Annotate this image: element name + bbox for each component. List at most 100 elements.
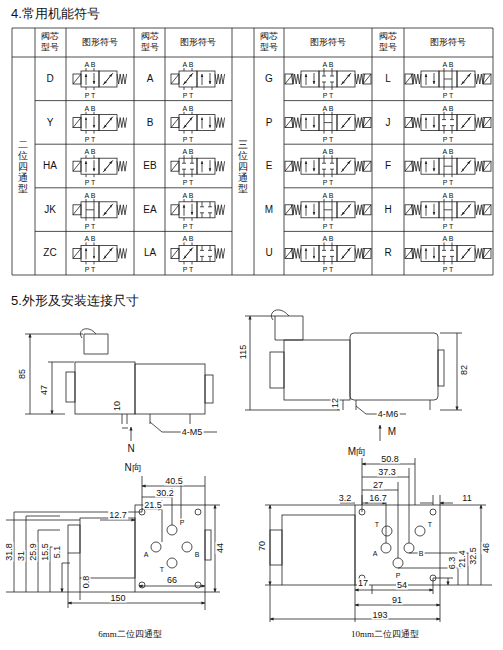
- dimension: 30.2: [155, 489, 175, 498]
- port-letters: P T: [182, 266, 195, 273]
- port-letters: A B: [84, 235, 97, 242]
- port-letters: P T: [84, 222, 97, 229]
- port-letters: A B: [442, 104, 455, 111]
- dimension: 40.5: [164, 477, 184, 486]
- port-letters: P T: [182, 179, 195, 186]
- valve-symbols: [73, 68, 491, 264]
- valve-code: Y: [46, 118, 55, 128]
- dimension: 37.3: [377, 468, 397, 477]
- port-label: B: [418, 550, 425, 557]
- dimension: 44: [216, 542, 225, 554]
- dimension: 25.9: [29, 542, 38, 562]
- view-arrow-label: M: [387, 427, 397, 437]
- port-letters: A B: [84, 104, 97, 111]
- valve-code: D: [45, 74, 54, 84]
- dimension: 15.5: [41, 542, 50, 562]
- port-letters: A B: [84, 61, 97, 68]
- port-label: A: [143, 551, 150, 558]
- table-header: 阀芯 型号: [258, 31, 281, 53]
- thread-note: 4-M6: [377, 410, 400, 419]
- dimension: 46: [482, 542, 491, 554]
- port-letters: P T: [442, 92, 455, 99]
- port-letters: A B: [322, 191, 335, 198]
- figure-caption: 10mm二位四通型: [350, 630, 420, 639]
- table-group-label: 二位四通型: [18, 139, 28, 194]
- table-header: 图形符号: [429, 38, 467, 47]
- view-arrow-label: N: [126, 444, 135, 454]
- port-letters: P T: [442, 179, 455, 186]
- dimension: 12.7: [108, 511, 128, 520]
- port-letters: P T: [182, 135, 195, 142]
- port-letters: P T: [322, 92, 335, 99]
- dimension: 115: [239, 344, 248, 360]
- valve-code: EA: [142, 205, 157, 215]
- table-group-label: 三位四通型: [238, 139, 248, 194]
- dimension: 82: [460, 364, 469, 376]
- dimension: 31.8: [5, 542, 14, 562]
- dimension: 85: [18, 368, 27, 380]
- port-letters: P T: [84, 266, 97, 273]
- port-letters: P T: [182, 92, 195, 99]
- dimension: 54: [396, 581, 408, 590]
- port-letters: A B: [322, 235, 335, 242]
- port-letters: A B: [442, 191, 455, 198]
- dimension: 150: [109, 594, 126, 603]
- port-letters: P T: [442, 222, 455, 229]
- table-header: 阀芯 型号: [39, 31, 62, 53]
- port-letters: A B: [84, 148, 97, 155]
- valve-code: G: [264, 74, 274, 84]
- view-label: M向: [347, 447, 367, 457]
- view-label: N向: [123, 463, 142, 473]
- port-label: T: [374, 521, 380, 528]
- dimension: 21.5: [143, 501, 163, 510]
- valve-6mm-side: [25, 329, 217, 441]
- table-header: 图形符号: [179, 38, 217, 47]
- dimension: 5.1: [53, 545, 62, 560]
- port-letters: P T: [84, 92, 97, 99]
- valve-code: F: [384, 161, 392, 171]
- table-header: 阀芯 型号: [139, 31, 162, 53]
- port-label: T: [159, 566, 165, 573]
- port-letters: P T: [442, 135, 455, 142]
- dimension: 27: [372, 481, 384, 490]
- table-header: 图形符号: [309, 38, 347, 47]
- port-letters: A B: [182, 235, 195, 242]
- valve-code: EB: [142, 161, 157, 171]
- port-label: T: [427, 521, 433, 528]
- dimension: 21.4: [458, 549, 467, 569]
- dimension: 10: [113, 400, 122, 412]
- port-letters: A B: [442, 148, 455, 155]
- valve-6mm-bottom: [6, 476, 220, 610]
- section-heading: 4.常用机能符号: [10, 7, 101, 20]
- port-letters: A B: [182, 104, 195, 111]
- port-letters: P T: [322, 266, 335, 273]
- port-letters: A B: [442, 61, 455, 68]
- dimension: 50.8: [380, 455, 400, 464]
- port-label: P: [179, 519, 186, 526]
- valve-code: R: [383, 248, 392, 258]
- dimension: 0.8: [82, 575, 91, 590]
- dimension: 32.5: [469, 546, 478, 566]
- port-letters: P T: [84, 179, 97, 186]
- dimension: 66: [166, 576, 178, 585]
- table-header: 阀芯 型号: [377, 31, 400, 53]
- dimension: 12: [331, 397, 340, 409]
- port-letters: A B: [322, 148, 335, 155]
- dimension: 31: [17, 550, 26, 562]
- port-letters: P T: [322, 135, 335, 142]
- port-letters: P T: [322, 179, 335, 186]
- port-letters: P T: [182, 222, 195, 229]
- valve-code: ZC: [42, 248, 57, 258]
- port-letters: P T: [84, 135, 97, 142]
- port-letters: A B: [442, 235, 455, 242]
- valve-10mm-side: [245, 310, 462, 441]
- port-letters: P T: [322, 222, 335, 229]
- port-letters: P T: [442, 266, 455, 273]
- dimension: 3.2: [338, 494, 353, 503]
- dimension: 6.3: [448, 556, 457, 571]
- dimension: 91: [391, 596, 403, 605]
- dimension: 16.7: [368, 494, 388, 503]
- dimension: 193: [371, 611, 388, 620]
- port-letters: A B: [84, 191, 97, 198]
- valve-code: B: [146, 118, 155, 128]
